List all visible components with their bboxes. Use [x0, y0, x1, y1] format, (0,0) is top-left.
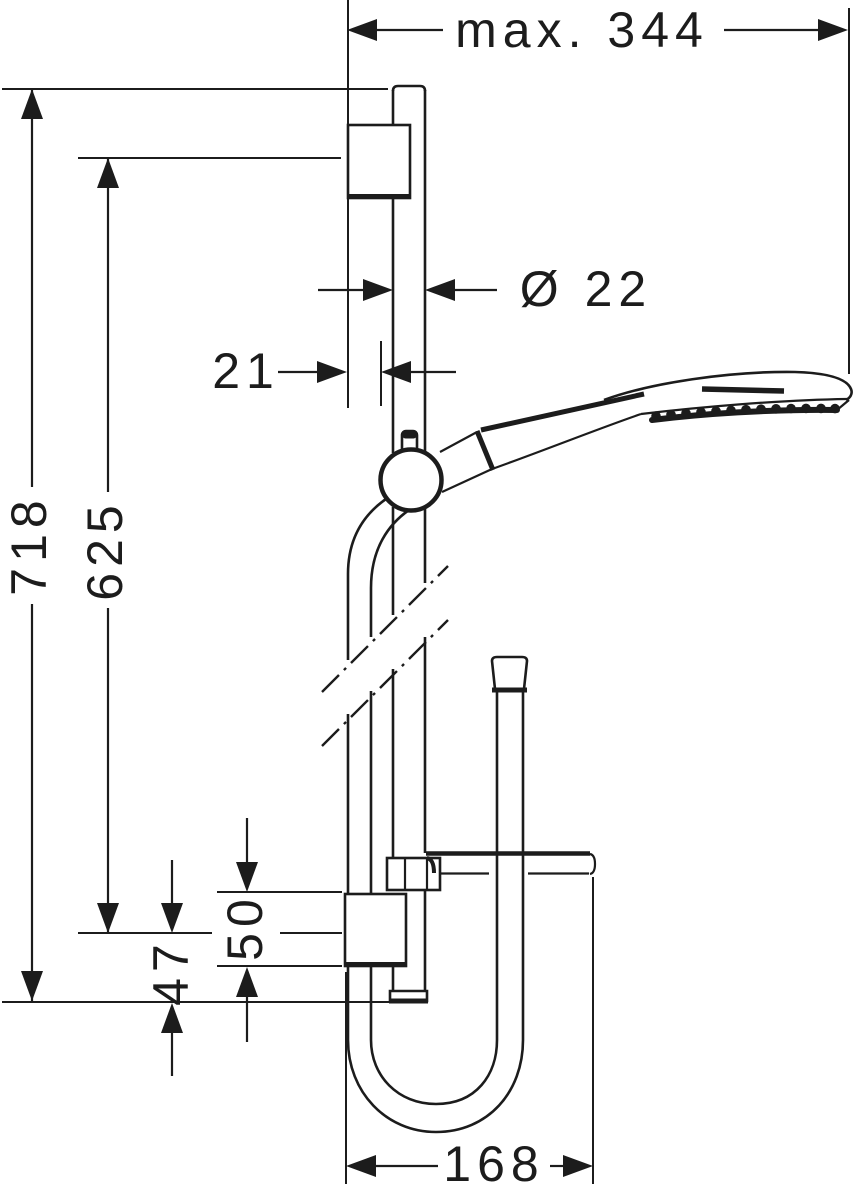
break-lines	[321, 565, 449, 747]
dim-label-diameter: Ø 22	[520, 261, 652, 317]
dim-label-hose-loop-width: 168	[443, 1136, 544, 1192]
break-line-icon	[321, 565, 449, 693]
shower-hose	[346, 497, 529, 1134]
hand-shower	[439, 370, 853, 493]
nozzle-dot	[741, 404, 751, 415]
nozzle-dot	[830, 403, 840, 414]
arrow-down-icon	[161, 903, 183, 933]
shower-head	[603, 370, 853, 423]
dimension-rail-height: 718	[1, 88, 422, 1003]
arrow-right-icon	[818, 19, 848, 41]
dim-label-max-width: max. 344	[455, 2, 709, 58]
nozzle-dot	[651, 411, 661, 421]
dim-label-rail-height: 718	[1, 494, 57, 595]
dimension-hose-loop-width: 168	[345, 877, 594, 1192]
break-line-icon	[321, 619, 449, 747]
dimension-lower-offset: 47	[143, 860, 199, 1076]
top-wall-bracket	[346, 123, 412, 200]
arrow-right-icon	[363, 279, 393, 301]
dimension-bracket-span: 50	[217, 818, 342, 1042]
arrow-up-icon	[236, 967, 258, 997]
arrow-down-icon	[236, 862, 258, 892]
dim-label-bracket-span: 50	[217, 893, 273, 961]
arrow-up-icon	[161, 1003, 183, 1033]
arrow-right-icon	[563, 1155, 593, 1177]
nozzle-dot	[666, 409, 676, 420]
hose-guide-arm	[385, 851, 597, 892]
hose-loop	[346, 1039, 525, 1134]
arm-hook	[426, 856, 436, 874]
arrow-down-icon	[97, 903, 119, 933]
dim-label-wall-offset: 21	[212, 343, 280, 399]
dimension-rail-diameter: Ø 22	[318, 261, 652, 317]
handle-joint	[474, 430, 496, 471]
nozzle-dot	[816, 403, 826, 414]
hand-shower-handle	[480, 391, 645, 433]
slider-knob	[378, 447, 444, 513]
dim-label-bracket-spacing: 625	[77, 499, 133, 600]
nozzle-dot	[786, 403, 796, 414]
dim-label-lower-offset: 47	[143, 938, 199, 1006]
dimension-max-width: max. 344	[347, 0, 850, 408]
rail-top-cap	[391, 84, 427, 92]
dimension-bracket-spacing: 625	[77, 157, 342, 934]
head-top-shell	[603, 370, 853, 402]
nozzle-dot	[756, 404, 766, 415]
arrow-down-icon	[21, 971, 43, 1001]
head-accent-edge	[701, 386, 785, 394]
arrow-left-icon	[425, 279, 455, 301]
arrow-up-icon	[97, 158, 119, 188]
spray-nozzles	[649, 403, 840, 423]
arrow-left-icon	[346, 1155, 376, 1177]
arrow-left-icon	[381, 361, 411, 383]
hose-connector	[490, 655, 529, 693]
nozzle-dot	[726, 405, 736, 416]
bottom-wall-bracket	[343, 892, 408, 968]
handle-cone	[439, 431, 478, 453]
head-face-line	[640, 397, 848, 416]
nozzle-dot	[696, 407, 706, 418]
nozzle-dot	[711, 406, 721, 417]
shower-set-fixture	[321, 84, 853, 1134]
arrow-up-icon	[21, 89, 43, 119]
arm-rail-clamp	[385, 856, 442, 892]
dimension-wall-offset: 21	[212, 341, 456, 406]
nozzle-dot	[681, 408, 691, 419]
nozzle-dot	[771, 404, 781, 414]
slider	[378, 429, 444, 513]
nozzle-dot	[801, 403, 811, 414]
arrow-right-icon	[317, 361, 347, 383]
arm-end-cap	[589, 852, 597, 876]
arrow-left-icon	[347, 19, 377, 41]
